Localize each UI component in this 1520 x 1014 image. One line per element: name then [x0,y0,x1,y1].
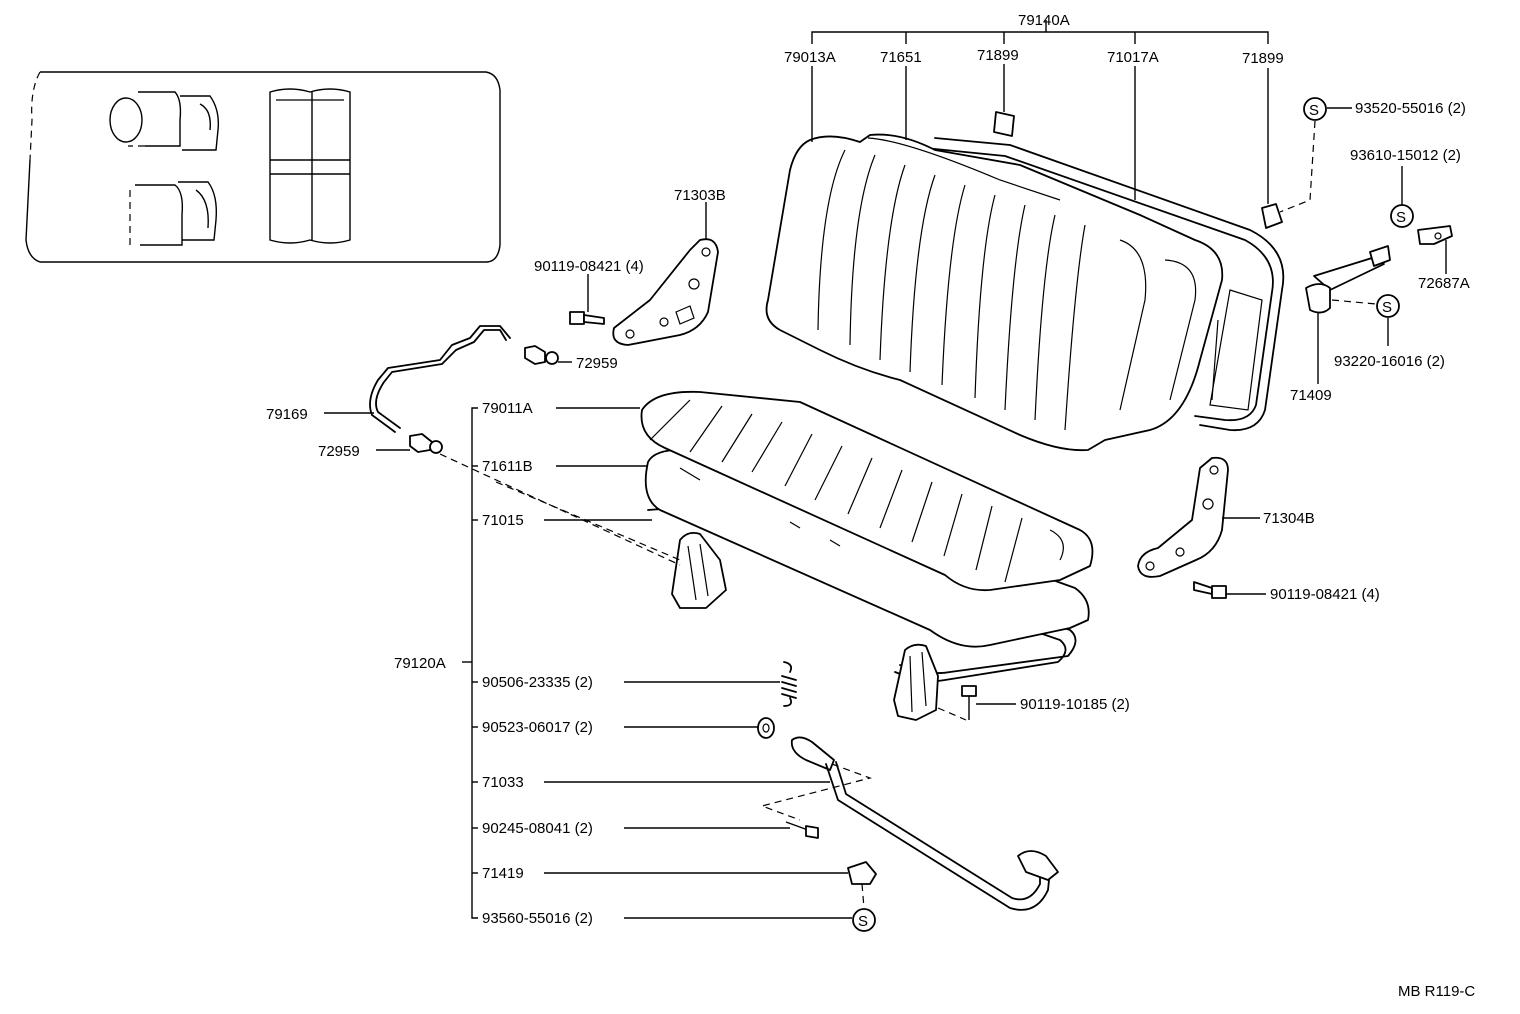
label-79140a: 79140A [1018,12,1070,29]
label-79120a: 79120A [394,655,446,672]
front-seat-lower [129,181,218,246]
bolt-90119-08421-lower [1193,581,1227,599]
label-93520: 93520-55016 (2) [1355,100,1466,117]
label-93560: 93560-55016 (2) [482,910,593,927]
label-71899-a: 71899 [977,47,1019,64]
vehicle-overview-inset [25,71,501,263]
label-79169: 79169 [266,406,308,423]
bolt-90119-10185 [961,685,977,720]
s-symbol-93520: S [1303,97,1327,121]
label-72687a: 72687A [1418,275,1470,292]
s-symbol-93220: S [1376,294,1400,318]
label-71611b: 71611B [482,458,533,475]
clip-71419 [847,861,877,885]
rod-71033 [790,736,1059,911]
nut-72959-upper [524,345,559,365]
bolt-90245-08041 [785,821,819,839]
s-symbol-93560: S [852,908,876,932]
washer-90523-06017 [757,717,775,739]
hinge-71303b [612,238,719,346]
seat-cushion-assembly [640,390,1094,721]
hinge-71304b [1137,456,1229,578]
label-90506: 90506-23335 (2) [482,674,593,691]
lock-71409 [1305,245,1391,314]
label-93220: 93220-16016 (2) [1334,353,1445,370]
label-90523: 90523-06017 (2) [482,719,593,736]
part-labels: 79140A 79013A 71651 71899 71017A 71899 9… [266,12,1475,1000]
label-71419: 71419 [482,865,524,882]
bracket-72687a [1417,225,1453,245]
label-72959-upper: 72959 [576,355,618,372]
label-71303b: 71303B [674,187,726,204]
label-71651: 71651 [880,49,922,66]
label-93610: 93610-15012 (2) [1350,147,1461,164]
bolt-90119-08421-upper [569,311,605,325]
rod-79169 [369,325,511,433]
label-79013a: 79013A [784,49,836,66]
label-71899-b: 71899 [1242,50,1284,67]
label-90119-upper: 90119-08421 (4) [534,258,644,275]
label-72959-lower: 72959 [318,443,360,460]
front-seat-upper [109,91,220,151]
diagram-reference-code: MB R119-C [1398,983,1475,1000]
label-71033: 71033 [482,774,524,791]
label-71015: 71015 [482,512,524,529]
svg-text:S: S [858,913,868,930]
leader-lines [324,20,1447,919]
svg-text:S: S [1396,209,1406,226]
label-71304b: 71304B [1263,510,1315,527]
spring-90506-23335 [781,661,797,707]
label-79011a: 79011A [482,400,533,417]
label-90245: 90245-08041 (2) [482,820,593,837]
label-90119-10185: 90119-10185 (2) [1020,696,1130,713]
label-71409: 71409 [1290,387,1332,404]
rear-bench-seat-icon [269,88,351,244]
s-symbol-93610: S [1390,204,1414,228]
label-90119-lower: 90119-08421 (4) [1270,586,1380,603]
clip-71899-upper [993,111,1015,137]
nut-72959-lower [409,433,443,454]
label-71017a: 71017A [1107,49,1159,66]
seat-back-assembly [765,133,1285,452]
clip-71899-side [1261,203,1283,229]
svg-text:S: S [1382,299,1392,316]
svg-text:S: S [1309,102,1319,119]
